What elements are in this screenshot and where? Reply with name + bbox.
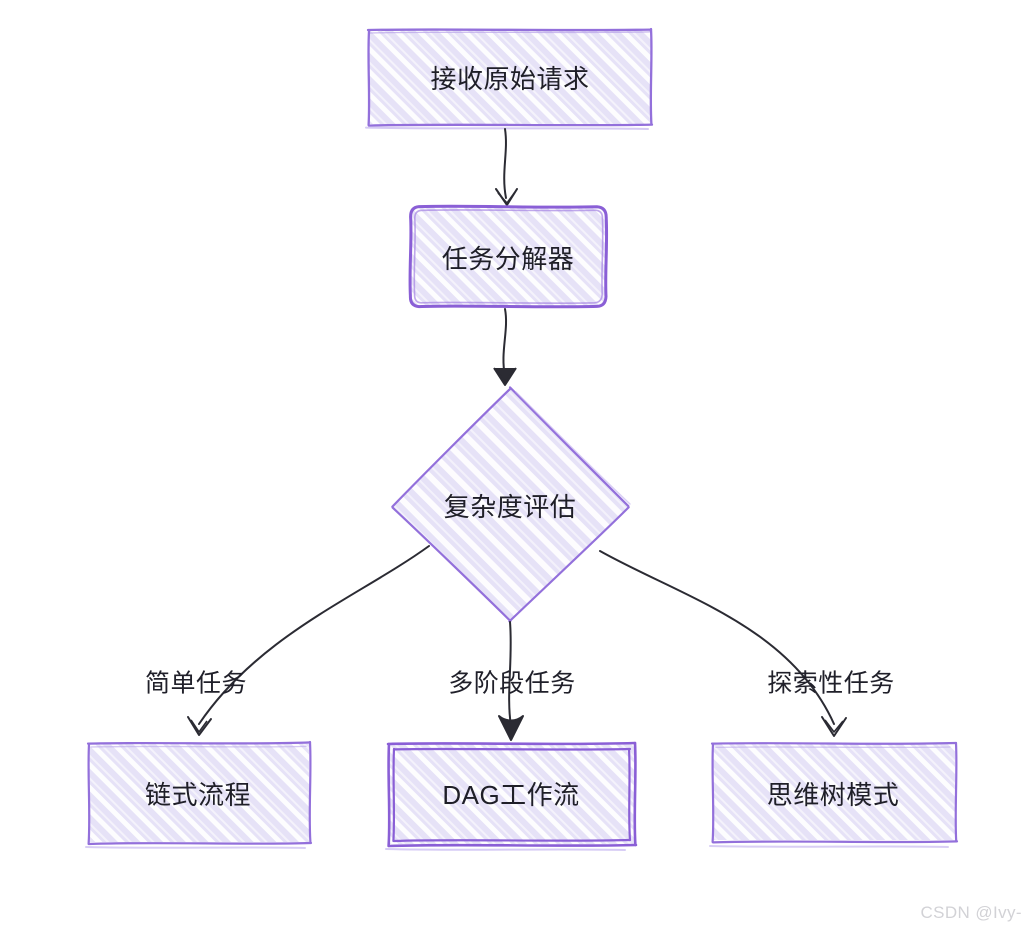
node-task-decomposer[interactable] xyxy=(408,204,609,309)
node-complexity-assessment[interactable] xyxy=(391,386,631,623)
edge-label-simple-task: 简单任务 xyxy=(144,669,248,698)
edge-complexity-to-dag xyxy=(498,621,524,741)
node-chain-process[interactable] xyxy=(85,740,313,849)
node-tree-of-thoughts[interactable] xyxy=(709,741,959,848)
edge-label-multistage-task: 多阶段任务 xyxy=(448,669,576,698)
edge-decomposer-to-complexity xyxy=(493,308,517,386)
node-label-task-decomposer: 任务分解器 xyxy=(441,244,575,274)
edge-complexity-to-chain xyxy=(187,545,430,736)
node-dag-workflow[interactable] xyxy=(385,741,638,851)
node-label-tree-of-thoughts: 思维树模式 xyxy=(766,780,900,810)
node-receive-request[interactable] xyxy=(365,27,654,130)
node-label-complexity-assessment: 复杂度评估 xyxy=(443,492,577,522)
edge-label-exploratory-task: 探索性任务 xyxy=(767,669,895,698)
watermark: CSDN @Ivy- xyxy=(920,903,1022,922)
node-label-chain-process: 链式流程 xyxy=(144,780,252,810)
node-label-receive-request: 接收原始请求 xyxy=(430,64,590,94)
edge-complexity-to-tree xyxy=(599,550,847,737)
node-label-dag-workflow: DAG工作流 xyxy=(442,780,580,810)
edge-receive-to-decomposer xyxy=(495,128,518,206)
